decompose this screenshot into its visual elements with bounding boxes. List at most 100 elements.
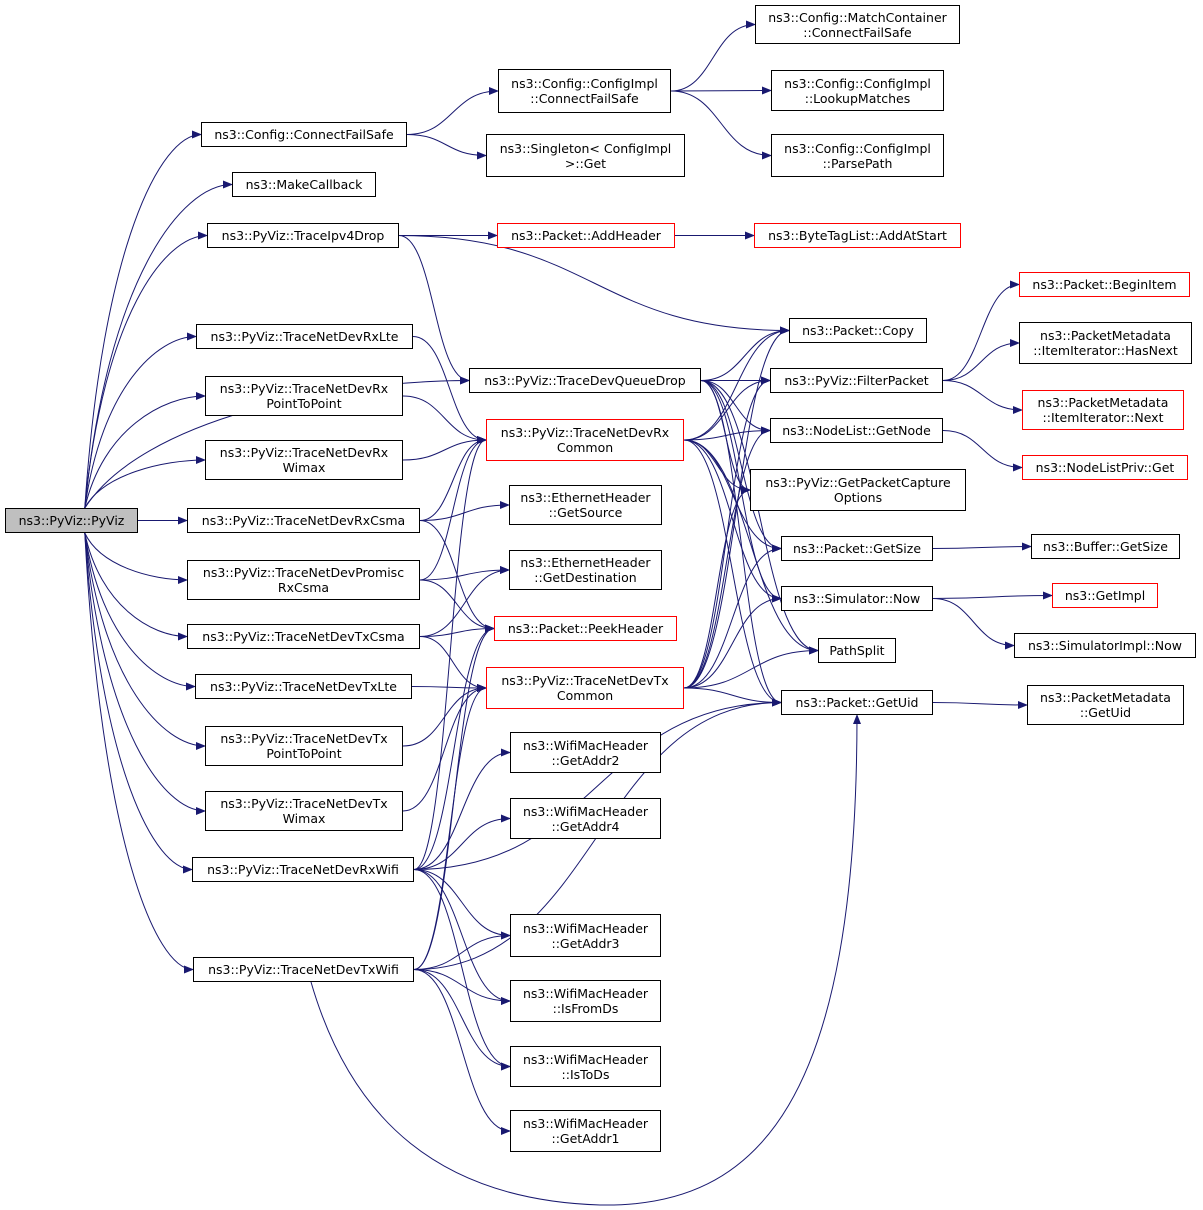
- edge-tracedevqueuedrop-to-nodelist-getnode: [700, 380, 771, 435]
- edge-tracenetdevtxwifi-to-wifi-getaddr3: [413, 931, 511, 970]
- edge-tracenetdevtxcommon-to-packet-getuid: [683, 687, 782, 707]
- node-wifi-getaddr2[interactable]: ns3::WifiMacHeader::GetAddr2: [510, 732, 661, 773]
- node-label: >::Get: [564, 155, 607, 171]
- node-label: ::ItemIterator::HasNext: [1033, 343, 1178, 358]
- edge-tracenetdevrxwifi-to-packet-peekheader: [413, 624, 495, 870]
- node-traceipv4drop[interactable]: ns3::PyViz::TraceIpv4Drop: [207, 223, 399, 248]
- node-pathsplit[interactable]: PathSplit: [818, 638, 896, 663]
- edge-traceipv4drop-to-packet-copy: [398, 235, 790, 335]
- edge-tracenetdevrxwifi-to-wifi-getaddr2: [413, 748, 511, 870]
- node-itemiterator-next[interactable]: ns3::PacketMetadata::ItemIterator::Next: [1022, 390, 1184, 430]
- node-label: ns3::Buffer::GetSize: [1043, 539, 1168, 554]
- edge-pyviz-to-tracenetdevpromisc: [84, 532, 188, 584]
- edge-pyviz-to-tracenetdevtxwimax: [84, 532, 206, 815]
- node-label: ::GetAddr1: [551, 1131, 620, 1146]
- node-label: ns3::ByteTagList::AddAtStart: [768, 228, 947, 243]
- node-singleton-get[interactable]: ns3::Singleton< ConfigImpl>::Get: [486, 134, 685, 177]
- edge-tracenetdevtxwimax-to-tracenetdevtxcommon: [402, 684, 487, 812]
- node-makecallback[interactable]: ns3::MakeCallback: [232, 172, 376, 197]
- node-wifi-getaddr1[interactable]: ns3::WifiMacHeader::GetAddr1: [510, 1110, 661, 1152]
- node-bytetaglist-addatstart[interactable]: ns3::ByteTagList::AddAtStart: [754, 223, 961, 248]
- node-label: ns3::Packet::BeginItem: [1032, 277, 1177, 292]
- node-nodelistpriv-get[interactable]: ns3::NodeListPriv::Get: [1022, 455, 1188, 480]
- node-label: ns3::NodeList::GetNode: [782, 423, 931, 438]
- node-label: ns3::PyViz::GetPacketCapture: [765, 475, 951, 490]
- node-label: PointToPoint: [266, 746, 342, 761]
- node-matchcontainer[interactable]: ns3::Config::MatchContainer::ConnectFail…: [755, 5, 960, 44]
- node-packet-addheader[interactable]: ns3::Packet::AddHeader: [497, 223, 675, 248]
- node-tracenetdevrxlte[interactable]: ns3::PyViz::TraceNetDevRxLte: [196, 324, 413, 349]
- edge-pyviz-to-tracenetdevtxwifi: [84, 532, 194, 974]
- node-packet-getsize[interactable]: ns3::Packet::GetSize: [781, 536, 933, 561]
- node-label: ns3::Config::ConfigImpl: [511, 76, 658, 91]
- node-tracenetdevtxwifi[interactable]: ns3::PyViz::TraceNetDevTxWifi: [193, 957, 414, 982]
- node-getimpl[interactable]: ns3::GetImpl: [1052, 583, 1158, 608]
- node-connectfailsafe[interactable]: ns3::Config::ConnectFailSafe: [201, 122, 407, 147]
- edge-tracenetdevrxwifi-to-wifi-getaddr3: [413, 869, 511, 940]
- node-wifi-getaddr3[interactable]: ns3::WifiMacHeader::GetAddr3: [510, 914, 661, 957]
- node-wifi-getaddr4[interactable]: ns3::WifiMacHeader::GetAddr4: [510, 798, 661, 839]
- edge-tracenetdevrxwifi-to-packet-getuid: [413, 698, 782, 870]
- node-packetmetadata-getuid[interactable]: ns3::PacketMetadata::GetUid: [1027, 685, 1184, 725]
- node-label: ::GetAddr4: [551, 818, 620, 834]
- edge-tracenetdevtxwifi-to-packet-peekheader: [413, 624, 495, 970]
- node-simulator-now[interactable]: ns3::Simulator::Now: [781, 586, 933, 611]
- node-simulatorimpl-now[interactable]: ns3::SimulatorImpl::Now: [1014, 633, 1196, 658]
- node-label: ::ParsePath: [822, 155, 893, 171]
- node-label: Common: [556, 688, 614, 703]
- edge-tracenetdevtxwifi-to-wifi-isfromds: [413, 969, 511, 1005]
- node-label: ::GetDestination: [534, 570, 637, 585]
- node-label: ns3::PyViz::PyViz: [18, 513, 125, 528]
- node-itemiterator-hasnext[interactable]: ns3::PacketMetadata::ItemIterator::HasNe…: [1019, 322, 1192, 364]
- node-eth-getdestination[interactable]: ns3::EthernetHeader::GetDestination: [509, 550, 662, 590]
- node-buffer-getsize[interactable]: ns3::Buffer::GetSize: [1031, 534, 1180, 559]
- node-parsepath[interactable]: ns3::Config::ConfigImpl::ParsePath: [771, 134, 944, 177]
- edge-tracedevqueuedrop-to-packet-getsize: [700, 380, 782, 553]
- node-tracedevqueuedrop[interactable]: ns3::PyViz::TraceDevQueueDrop: [469, 368, 701, 393]
- node-label: ::ConnectFailSafe: [803, 24, 912, 40]
- node-label: ns3::Packet::GetUid: [795, 695, 919, 710]
- edge-traceipv4drop-to-tracedevqueuedrop: [398, 235, 470, 385]
- edge-tracenetdevtxcsma-to-tracenetdevtxcommon: [419, 636, 487, 692]
- node-label: ::GetAddr2: [551, 752, 620, 768]
- edge-tracenetdevrxwifi-to-wifi-getaddr4: [413, 814, 511, 870]
- node-eth-getsource[interactable]: ns3::EthernetHeader::GetSource: [509, 485, 662, 525]
- node-label: ns3::SimulatorImpl::Now: [1027, 638, 1183, 653]
- edge-tracenetdevtxcommon-to-pathsplit: [683, 646, 819, 689]
- node-configimpl-connectfailsafe[interactable]: ns3::Config::ConfigImpl::ConnectFailSafe: [498, 69, 671, 113]
- node-nodelist-getnode[interactable]: ns3::NodeList::GetNode: [770, 418, 943, 443]
- node-tracenetdevtxcsma[interactable]: ns3::PyViz::TraceNetDevTxCsma: [187, 624, 420, 649]
- node-wifi-istods[interactable]: ns3::WifiMacHeader::IsToDs: [510, 1046, 661, 1087]
- edge-tracenetdevrxwifi-to-wifi-istods: [413, 869, 511, 1071]
- node-wifi-isfromds[interactable]: ns3::WifiMacHeader::IsFromDs: [510, 980, 661, 1022]
- node-tracenetdevrxcsma[interactable]: ns3::PyViz::TraceNetDevRxCsma: [187, 508, 420, 533]
- node-filterpacket[interactable]: ns3::PyViz::FilterPacket: [770, 368, 943, 393]
- node-label: ns3::PyViz::TraceDevQueueDrop: [484, 373, 686, 388]
- node-lookupmatches[interactable]: ns3::Config::ConfigImpl::LookupMatches: [771, 70, 944, 111]
- node-packet-copy[interactable]: ns3::Packet::Copy: [789, 318, 927, 343]
- node-label: ns3::PacketMetadata: [1037, 395, 1169, 410]
- edge-tracenetdevtxcsma-to-packet-peekheader: [419, 624, 495, 637]
- node-packet-getuid[interactable]: ns3::Packet::GetUid: [781, 690, 933, 715]
- node-packet-peekheader[interactable]: ns3::Packet::PeekHeader: [494, 616, 677, 641]
- node-label: ::ItemIterator::Next: [1042, 410, 1164, 425]
- node-label: ns3::GetImpl: [1064, 588, 1146, 603]
- node-label: Options: [833, 490, 883, 505]
- edge-pyviz-to-tracenetdevrxwimax: [84, 456, 206, 509]
- node-tracenetdevtxlte[interactable]: ns3::PyViz::TraceNetDevTxLte: [195, 674, 412, 699]
- node-packet-beginitem[interactable]: ns3::Packet::BeginItem: [1019, 272, 1190, 297]
- node-tracenetdevrxwifi[interactable]: ns3::PyViz::TraceNetDevRxWifi: [192, 857, 414, 882]
- node-label: ns3::Config::MatchContainer: [768, 9, 947, 25]
- node-label: ns3::Singleton< ConfigImpl: [499, 140, 672, 156]
- node-label: ::GetAddr3: [551, 935, 620, 951]
- node-label: ns3::NodeListPriv::Get: [1035, 460, 1175, 475]
- node-pyviz[interactable]: ns3::PyViz::PyViz: [5, 508, 138, 533]
